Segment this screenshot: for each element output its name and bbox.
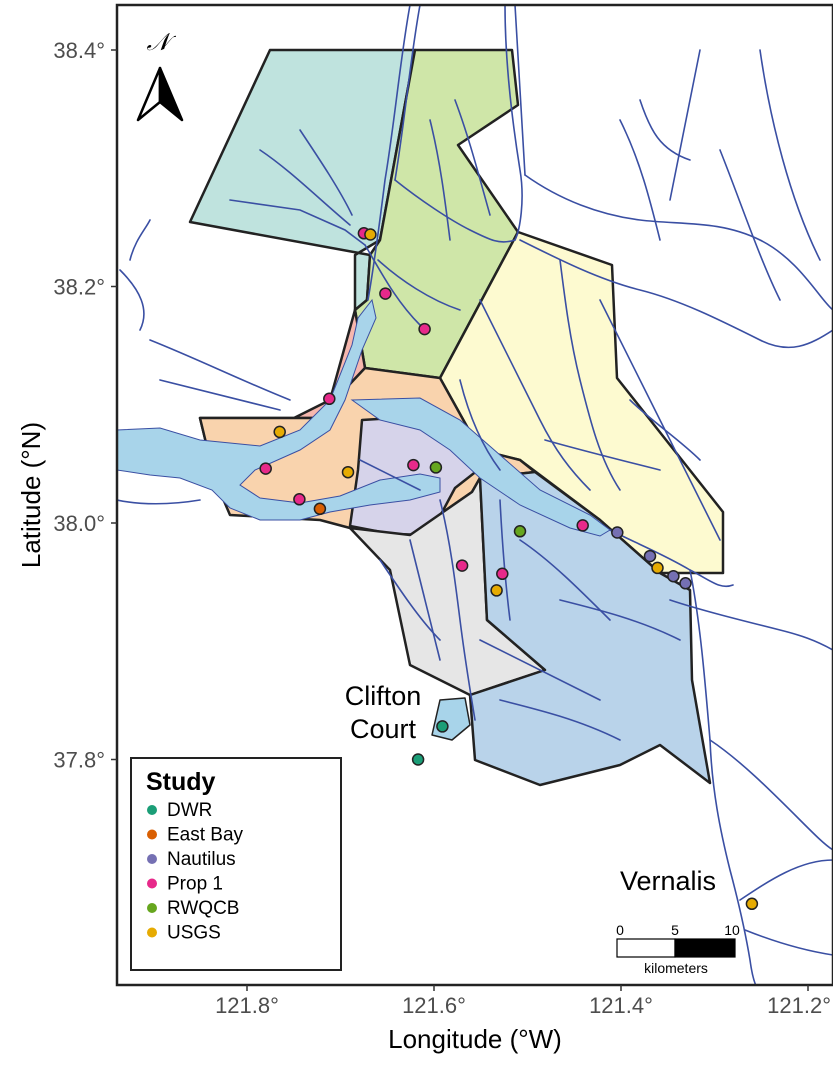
- scale-tick-5: 5: [671, 922, 679, 938]
- vernalis-label: Vernalis: [620, 866, 716, 896]
- site-marker-nautilus: [667, 569, 680, 583]
- scale-unit: kilometers: [644, 960, 708, 976]
- x-axis-title: Longitude (°W): [388, 1024, 562, 1054]
- site-marker-dwr: [436, 720, 449, 733]
- site-marker-prop-1: [407, 458, 420, 472]
- legend-label: East Bay: [167, 825, 244, 846]
- site-marker-usgs: [341, 465, 355, 479]
- site-marker-usgs: [364, 228, 377, 241]
- y-tick-label: 37.8°: [53, 748, 105, 773]
- y-tick-label: 38.4°: [53, 38, 105, 63]
- clifton-label-line1: Clifton: [345, 681, 422, 711]
- y-axis-title: Latitude (°N): [16, 422, 46, 568]
- x-tick-label: 121.8°: [215, 993, 279, 1018]
- legend-swatch: [147, 903, 157, 913]
- x-tick-label: 121.4°: [589, 993, 653, 1018]
- site-marker-prop-1: [293, 493, 306, 506]
- x-tick-label: 121.6°: [402, 993, 466, 1018]
- site-marker-east-bay: [313, 502, 327, 516]
- map-content: [117, 5, 833, 985]
- site-marker-prop-1: [379, 287, 392, 300]
- y-tick-label: 38.2°: [53, 275, 105, 300]
- site-marker-dwr: [411, 753, 425, 766]
- legend-label: USGS: [167, 923, 221, 944]
- legend-swatch: [147, 829, 157, 840]
- scale-tick-10: 10: [724, 922, 740, 938]
- site-marker-nautilus: [643, 549, 657, 563]
- site-marker-prop-1: [259, 462, 272, 475]
- site-marker-usgs: [651, 561, 664, 575]
- scale-bar-black: [674, 938, 736, 958]
- site-marker-prop-1: [496, 567, 509, 581]
- x-tick-label: 121.2°: [767, 993, 831, 1018]
- channel-network: [117, 5, 833, 985]
- legend-title: Study: [146, 768, 216, 796]
- legend-label: RWQCB: [167, 898, 239, 919]
- site-marker-nautilus: [611, 526, 624, 539]
- water-bodies: [117, 298, 611, 537]
- x-axis: 121.8° 121.6° 121.4° 121.2° Longitude (°W): [215, 985, 831, 1054]
- delta-channel-water: [350, 397, 611, 537]
- site-marker-nautilus: [679, 577, 692, 590]
- legend-swatch: [147, 878, 157, 889]
- site-marker-usgs: [490, 584, 503, 597]
- site-marker-prop-1: [323, 392, 336, 406]
- legend-swatch: [147, 854, 157, 864]
- north-arrow-icon-dark: [158, 66, 184, 122]
- legend-box: [130, 757, 342, 971]
- site-marker-prop-1: [455, 559, 469, 572]
- site-marker-rwqcb: [513, 525, 527, 538]
- bay-water: [117, 298, 441, 521]
- legend-label: Prop 1: [167, 874, 223, 895]
- site-marker-prop-1: [576, 519, 589, 532]
- site-marker-usgs: [745, 897, 759, 911]
- y-axis: 38.4° 38.2° 38.0° 37.8° Latitude (°N): [16, 38, 117, 773]
- y-tick-label: 38.0°: [53, 511, 105, 536]
- legend-swatch: [147, 927, 157, 938]
- scale-tick-0: 0: [616, 922, 624, 938]
- legend-swatch: [147, 805, 157, 815]
- site-markers: [259, 227, 759, 911]
- scale-bar: 0 5 10 kilometers: [616, 922, 740, 976]
- site-marker-usgs: [273, 425, 286, 439]
- map-panel-border: [115, 3, 833, 987]
- clifton-label-line2: Court: [350, 714, 417, 744]
- scale-bar-white: [616, 938, 676, 958]
- legend-label: DWR: [167, 800, 212, 821]
- site-marker-prop-1: [418, 322, 431, 336]
- site-marker-rwqcb: [429, 461, 443, 474]
- legend-label: Nautilus: [167, 849, 236, 870]
